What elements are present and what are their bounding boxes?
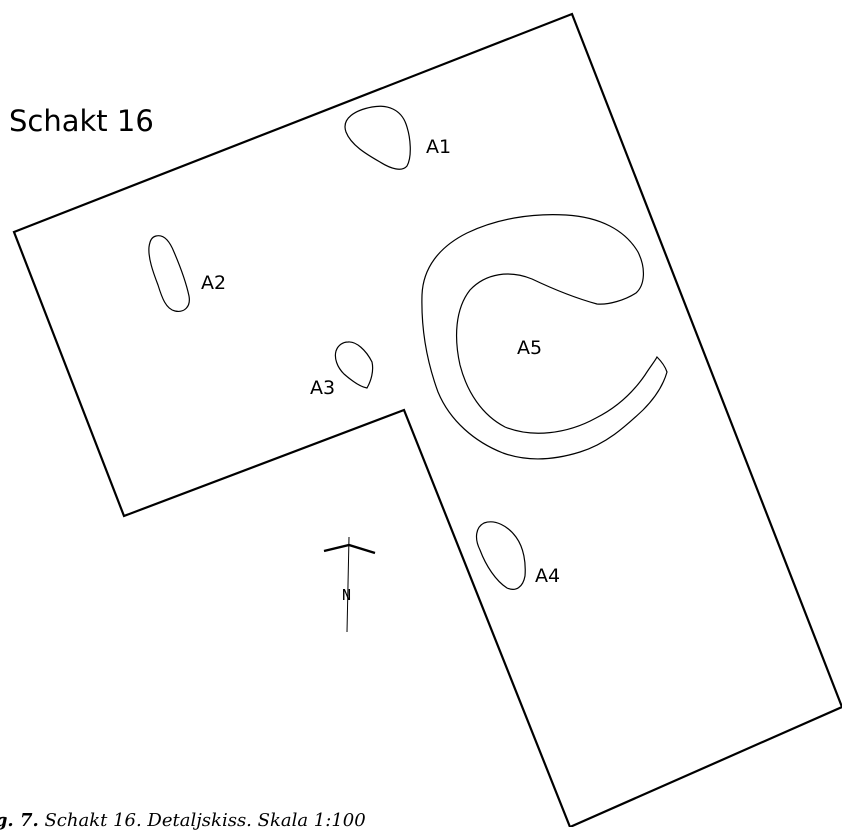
trench-outline xyxy=(12,12,842,827)
feature-a2-label: A2 xyxy=(201,272,226,294)
feature-a5-outline xyxy=(421,214,668,460)
feature-a4-label: A4 xyxy=(535,565,560,587)
plan-title: Schakt 16 xyxy=(9,104,154,138)
feature-a1-label: A1 xyxy=(426,136,451,158)
feature-a3-label: A3 xyxy=(310,377,335,399)
feature-a4-outline xyxy=(475,521,526,590)
figure-caption-text: Schakt 16. Detaljskiss. Skala 1:100 xyxy=(38,810,366,831)
feature-a3-outline xyxy=(334,341,374,389)
figure-caption: ig. 7. Schakt 16. Detaljskiss. Skala 1:1… xyxy=(0,810,366,831)
north-arrow-head xyxy=(323,543,376,555)
feature-a2-outline xyxy=(148,235,190,312)
feature-a1-outline xyxy=(344,105,411,170)
feature-a5-label: A5 xyxy=(517,337,542,359)
figure-number: ig. 7. xyxy=(0,810,39,831)
north-label: N xyxy=(342,586,351,604)
north-arrow-stem xyxy=(346,536,350,633)
